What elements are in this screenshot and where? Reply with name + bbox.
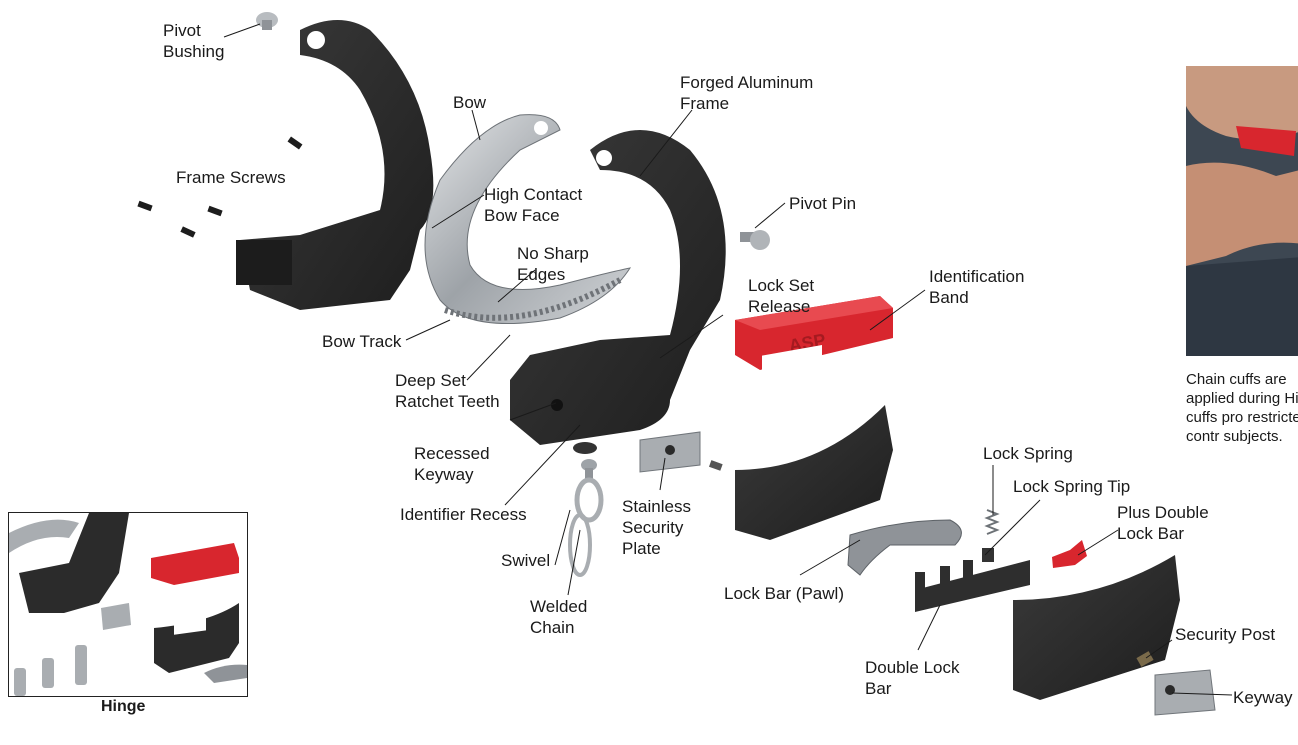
label-bow: Bow (453, 92, 486, 113)
label-line: Deep Set (395, 370, 500, 391)
back-frame (236, 20, 433, 310)
hinge-inset-drawing (9, 513, 247, 696)
label-bow-track: Bow Track (322, 331, 401, 352)
label-line: Release (748, 296, 814, 317)
label-line: Chain (530, 617, 587, 638)
lock-spring-tip-part (982, 548, 994, 562)
label-recessed-keyway: Recessed Keyway (414, 443, 490, 485)
label-line: Recessed (414, 443, 490, 464)
label-line: Bar (865, 678, 960, 699)
label-pivot-pin: Pivot Pin (789, 193, 856, 214)
cuff-photo (1186, 66, 1298, 356)
label-line: Frame (680, 93, 813, 114)
security-plate-part (640, 432, 723, 472)
pivot-bushing-part (256, 12, 278, 30)
label-identification-band: Identification Band (929, 266, 1024, 308)
back-plate-part (1013, 432, 1180, 700)
label-line: Edges (517, 264, 589, 285)
label-line: Band (929, 287, 1024, 308)
label-double-lock-bar: Double Lock Bar (865, 657, 960, 699)
cuff-photo-drawing (1186, 66, 1298, 356)
label-line: Security (622, 517, 691, 538)
label-line: High Contact (484, 184, 582, 205)
label-line: Forged Aluminum (680, 72, 813, 93)
label-pivot-bushing: Pivot Bushing (163, 20, 224, 62)
label-no-sharp-edges: No Sharp Edges (517, 243, 589, 285)
hinge-inset (8, 512, 248, 697)
label-line: Lock Bar (1117, 523, 1209, 544)
plus-double-lock-bar-part (1052, 540, 1087, 568)
label-identifier-recess: Identifier Recess (400, 504, 527, 525)
label-line: Bow Face (484, 205, 582, 226)
label-stainless-security-plate: Stainless Security Plate (622, 496, 691, 559)
lock-spring-part (987, 510, 997, 534)
label-line: Ratchet Teeth (395, 391, 500, 412)
label-deep-set-ratchet-teeth: Deep Set Ratchet Teeth (395, 370, 500, 412)
label-line: No Sharp (517, 243, 589, 264)
label-welded-chain: Welded Chain (530, 596, 587, 638)
label-line: Double Lock (865, 657, 960, 678)
label-plus-double-lock-bar: Plus Double Lock Bar (1117, 502, 1209, 544)
label-frame-screws: Frame Screws (176, 167, 286, 188)
photo-caption: Chain cuffs are applied during Hinge cuf… (1186, 370, 1298, 446)
label-keyway: Keyway (1233, 687, 1293, 708)
label-line: Plus Double (1117, 502, 1209, 523)
label-line: Lock Set (748, 275, 814, 296)
label-line: Plate (622, 538, 691, 559)
pivot-pin-part (740, 230, 770, 250)
label-lock-set-release: Lock Set Release (748, 275, 814, 317)
label-lock-bar-pawl: Lock Bar (Pawl) (724, 583, 844, 604)
double-lock-bar-part (915, 560, 1030, 612)
label-line: Identification (929, 266, 1024, 287)
label-lock-spring-tip: Lock Spring Tip (1013, 476, 1130, 497)
inner-plate-part (735, 345, 893, 540)
label-high-contact-bow-face: High Contact Bow Face (484, 184, 582, 226)
label-swivel: Swivel (501, 550, 550, 571)
label-line: Bushing (163, 41, 224, 62)
hinge-caption: Hinge (101, 698, 145, 716)
label-line: Keyway (414, 464, 490, 485)
label-line: Stainless (622, 496, 691, 517)
label-forged-aluminum-frame: Forged Aluminum Frame (680, 72, 813, 114)
label-lock-spring: Lock Spring (983, 443, 1073, 464)
keyway-plate-part (1155, 670, 1215, 715)
label-line: Pivot (163, 20, 224, 41)
label-line: Welded (530, 596, 587, 617)
label-security-post: Security Post (1175, 624, 1275, 645)
